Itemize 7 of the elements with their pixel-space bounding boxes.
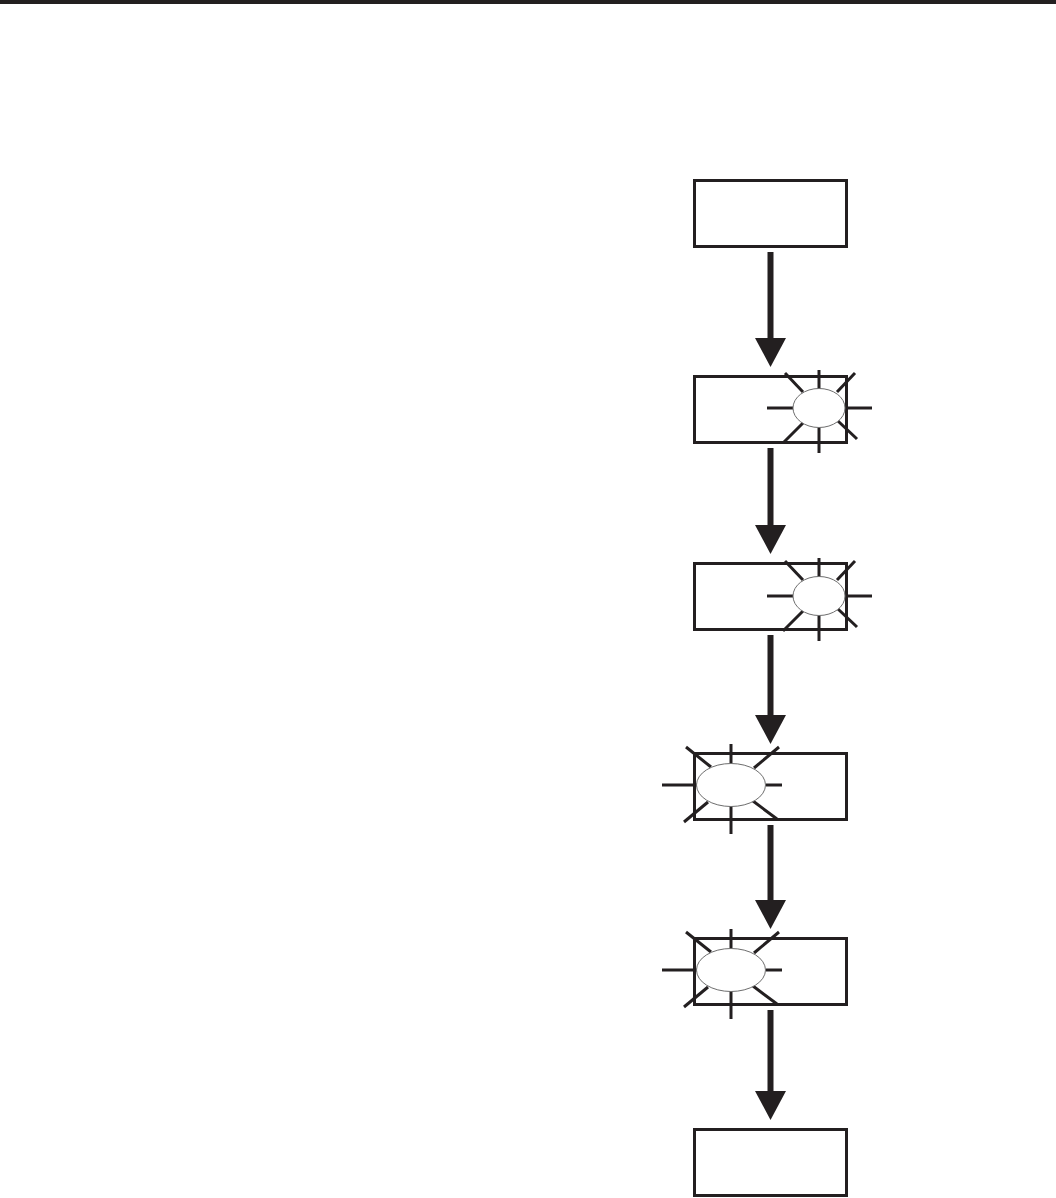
arrow <box>755 448 786 554</box>
arrow <box>755 635 786 744</box>
arrow <box>755 825 786 929</box>
arrow <box>755 1010 786 1120</box>
process-box <box>693 179 848 248</box>
arrow <box>755 252 786 367</box>
process-box <box>693 1128 848 1197</box>
